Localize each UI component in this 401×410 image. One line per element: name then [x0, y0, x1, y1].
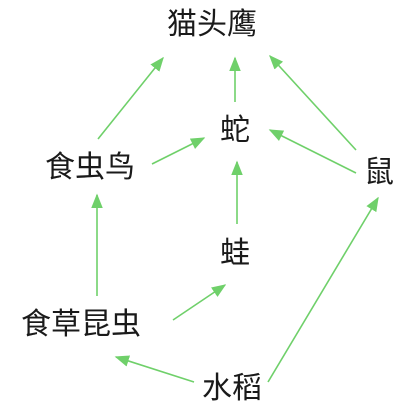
food-web-edges — [91, 54, 379, 383]
edge-insectivorous-bird-to-owl — [97, 56, 164, 140]
edge-rat-to-snake — [268, 129, 357, 174]
node-insectivorous-bird: 食虫鸟 — [45, 150, 135, 185]
edge-insectivorous-bird-to-snake — [151, 137, 206, 165]
node-frog: 蛙 — [220, 236, 250, 271]
node-grasshopper: 食草昆虫 — [21, 307, 141, 342]
node-rice: 水稻 — [202, 371, 262, 406]
food-web-nodes: 猫头鹰 蛇 食虫鸟 鼠 蛙 食草昆虫 水稻 — [21, 7, 394, 406]
edge-rice-to-grasshopper — [114, 355, 195, 383]
edge-rat-to-owl — [269, 54, 357, 151]
edge-grasshopper-to-frog — [172, 284, 227, 321]
node-snake: 蛇 — [220, 113, 250, 148]
node-owl: 猫头鹰 — [167, 7, 257, 42]
edge-rice-to-rat — [267, 196, 379, 383]
node-rat: 鼠 — [364, 155, 394, 190]
